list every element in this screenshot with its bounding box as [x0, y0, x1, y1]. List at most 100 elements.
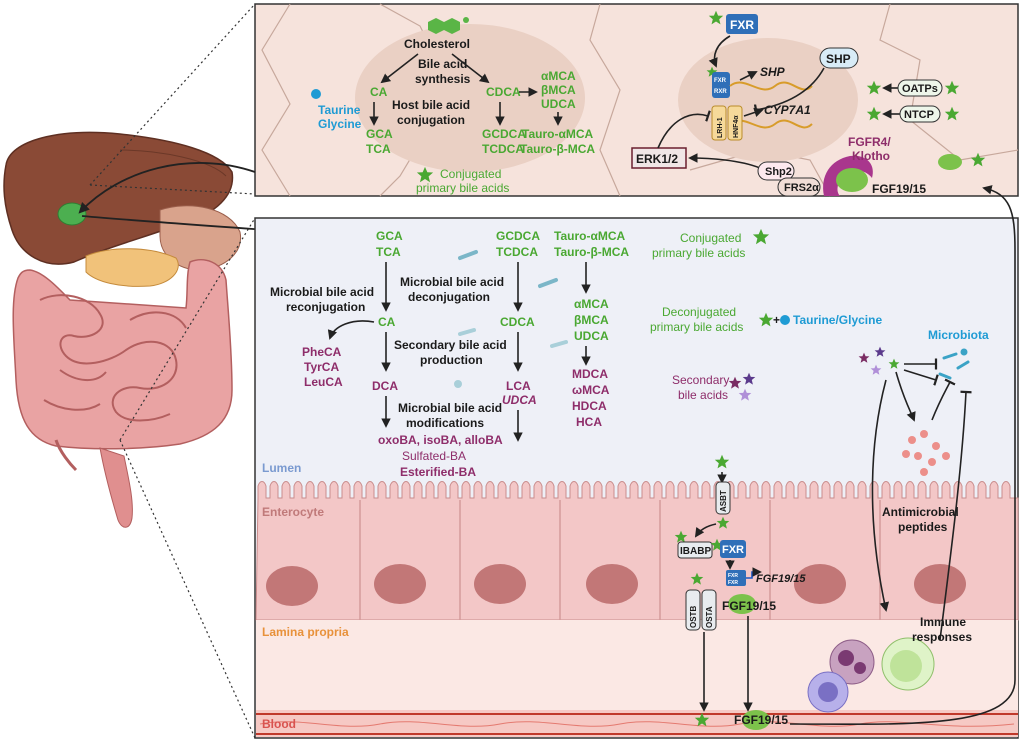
cholesterol-molecule [428, 17, 469, 34]
asbt-label: ASBT [719, 490, 728, 512]
sulfated-label: Sulfated-BA [402, 449, 466, 463]
gut-tauro-bmca-label: Tauro-β-MCA [554, 245, 629, 259]
taurine-label: Taurine [318, 103, 361, 117]
hca-label: HCA [576, 415, 602, 429]
fgf-ligand-free [938, 154, 962, 170]
liver-cdca-label: CDCA [486, 85, 521, 99]
modifications-label-2: modifications [406, 416, 484, 430]
reconjugation-label-2: reconjugation [286, 300, 365, 314]
lrh1-label: LRH-1 [717, 117, 724, 138]
liver-tcdca-label: TCDCA [482, 142, 524, 156]
gut-panel: Lumen Enterocyte Lamina propria Blood GC… [254, 217, 1019, 739]
fgf-blood-label: FGF19/15 [734, 713, 788, 727]
ibabp-box [677, 541, 713, 559]
liver-amca-label: αMCA [541, 69, 576, 83]
host-conjugation-label-2: conjugation [397, 113, 465, 127]
secondary-production-label-2: production [420, 353, 483, 367]
fgfr4-label-2: Klotho [852, 149, 890, 163]
liver-gcdca-label: GCDCA [482, 127, 526, 141]
cholesterol-label: Cholesterol [404, 37, 470, 51]
deconjugation-label-2: deconjugation [408, 290, 490, 304]
liver-tauro-bmca-label: Tauro-β-MCA [520, 142, 595, 156]
gut-ca-label: CA [378, 315, 396, 329]
immune-cells [807, 637, 935, 713]
liver-bmca-label: βMCA [541, 83, 576, 97]
gut-gca-label: GCA [376, 229, 403, 243]
erk-box [631, 147, 687, 169]
pheca-label: PheCA [302, 345, 342, 359]
shp-protein-label: SHP [826, 52, 851, 66]
fgfr4-receptor [823, 155, 873, 196]
host-conjugation-label-1: Host bile acid [392, 98, 470, 112]
fgf-ligand-liver [836, 168, 868, 192]
liver-tca-label: TCA [366, 142, 391, 156]
ent-fxr-dimer [726, 570, 746, 586]
ent-fxr-label: FXR [722, 544, 744, 556]
frs2a-box [777, 177, 821, 197]
fgf-enterocyte-label: FGF19/15 [722, 599, 776, 613]
liver-ca-label: CA [370, 85, 388, 99]
hep-fxr-box [726, 14, 758, 34]
oxoba-label: oxoBA, isoBA, alloBA [378, 433, 503, 447]
gut-tca-label: TCA [376, 245, 401, 259]
legend-conjugated-1: Conjugated [680, 231, 741, 245]
fgf-protein-blood [742, 710, 770, 730]
fgf-receptor-label: FGF19/15 [872, 182, 926, 196]
ntcp-label: NTCP [904, 109, 934, 121]
shp-gene-label: SHP [760, 65, 786, 79]
synthesis-label-1: Bile acid [418, 57, 467, 71]
legend-secondary-2: bile acids [678, 388, 728, 402]
tyrca-label: TyrCA [304, 360, 339, 374]
antimicrobial-label-1: Antimicrobial [882, 505, 959, 519]
legend-secondary-1: Secondary [672, 373, 729, 387]
osta-box [701, 589, 717, 631]
synthesis-label-2: synthesis [415, 72, 471, 86]
wmca-label: ωMCA [572, 383, 610, 397]
oatps-box [897, 79, 943, 97]
udca-secondary-label: UDCA [502, 393, 537, 407]
leuca-label: LeuCA [304, 375, 343, 389]
hep-fxr-small: FXR [714, 78, 727, 84]
hnf4a-label: HNF4α [733, 115, 740, 138]
liver-conjugated-label-1: Conjugated [440, 167, 501, 181]
gut-tauro-amca-label: Tauro-αMCA [554, 229, 625, 243]
gut-bmca-label: βMCA [574, 313, 609, 327]
antimicrobial-peptide-dots [902, 430, 950, 476]
bacteria-icons [454, 250, 568, 388]
dca-label: DCA [372, 379, 398, 393]
asbt-box [715, 481, 731, 515]
blood-label: Blood [262, 717, 296, 731]
gut-cdca-label: CDCA [500, 315, 535, 329]
gut-udca-label: UDCA [574, 329, 609, 343]
immune-label-1: Immune [920, 615, 966, 629]
lumen-label: Lumen [262, 461, 301, 475]
fgfr4-label-1: FGFR4/ [848, 135, 891, 149]
reconjugation-label-1: Microbial bile acid [270, 285, 374, 299]
lamina-label: Lamina propria [262, 625, 349, 639]
secondary-production-label-1: Secondary bile acid [394, 338, 507, 352]
legend-taurine-dot [780, 315, 790, 325]
hep-fxr-label: FXR [730, 18, 754, 32]
dna-helix [729, 81, 813, 91]
legend-taurine-label: Taurine/Glycine [793, 313, 882, 327]
legend-deconjugated-1: Deconjugated [662, 305, 736, 319]
microvilli [255, 481, 1019, 621]
liver-panel: Cholesterol Bile acid synthesis CA CDCA … [254, 3, 1019, 197]
lrh1-box [711, 105, 727, 141]
immune-label-2: responses [912, 630, 972, 644]
hep-rxr-small: RXR [714, 89, 727, 95]
frs2a-label: FRS2α [784, 182, 819, 194]
shp2-box [757, 161, 795, 181]
osta-label: OSTA [705, 606, 714, 628]
gut-gcdca-label: GCDCA [496, 229, 540, 243]
erk-label: ERK1/2 [636, 152, 678, 166]
deconjugation-label-1: Microbial bile acid [400, 275, 504, 289]
ent-fxr-small-1: FXR [728, 573, 738, 579]
zoom-lines [89, 3, 256, 739]
modifications-label-1: Microbial bile acid [398, 401, 502, 415]
hnf4a-box [727, 105, 743, 141]
antimicrobial-label-2: peptides [898, 520, 948, 534]
legend-plus: + [773, 313, 780, 327]
glycine-label: Glycine [318, 117, 362, 131]
taurine-glycine-dot [311, 89, 321, 99]
